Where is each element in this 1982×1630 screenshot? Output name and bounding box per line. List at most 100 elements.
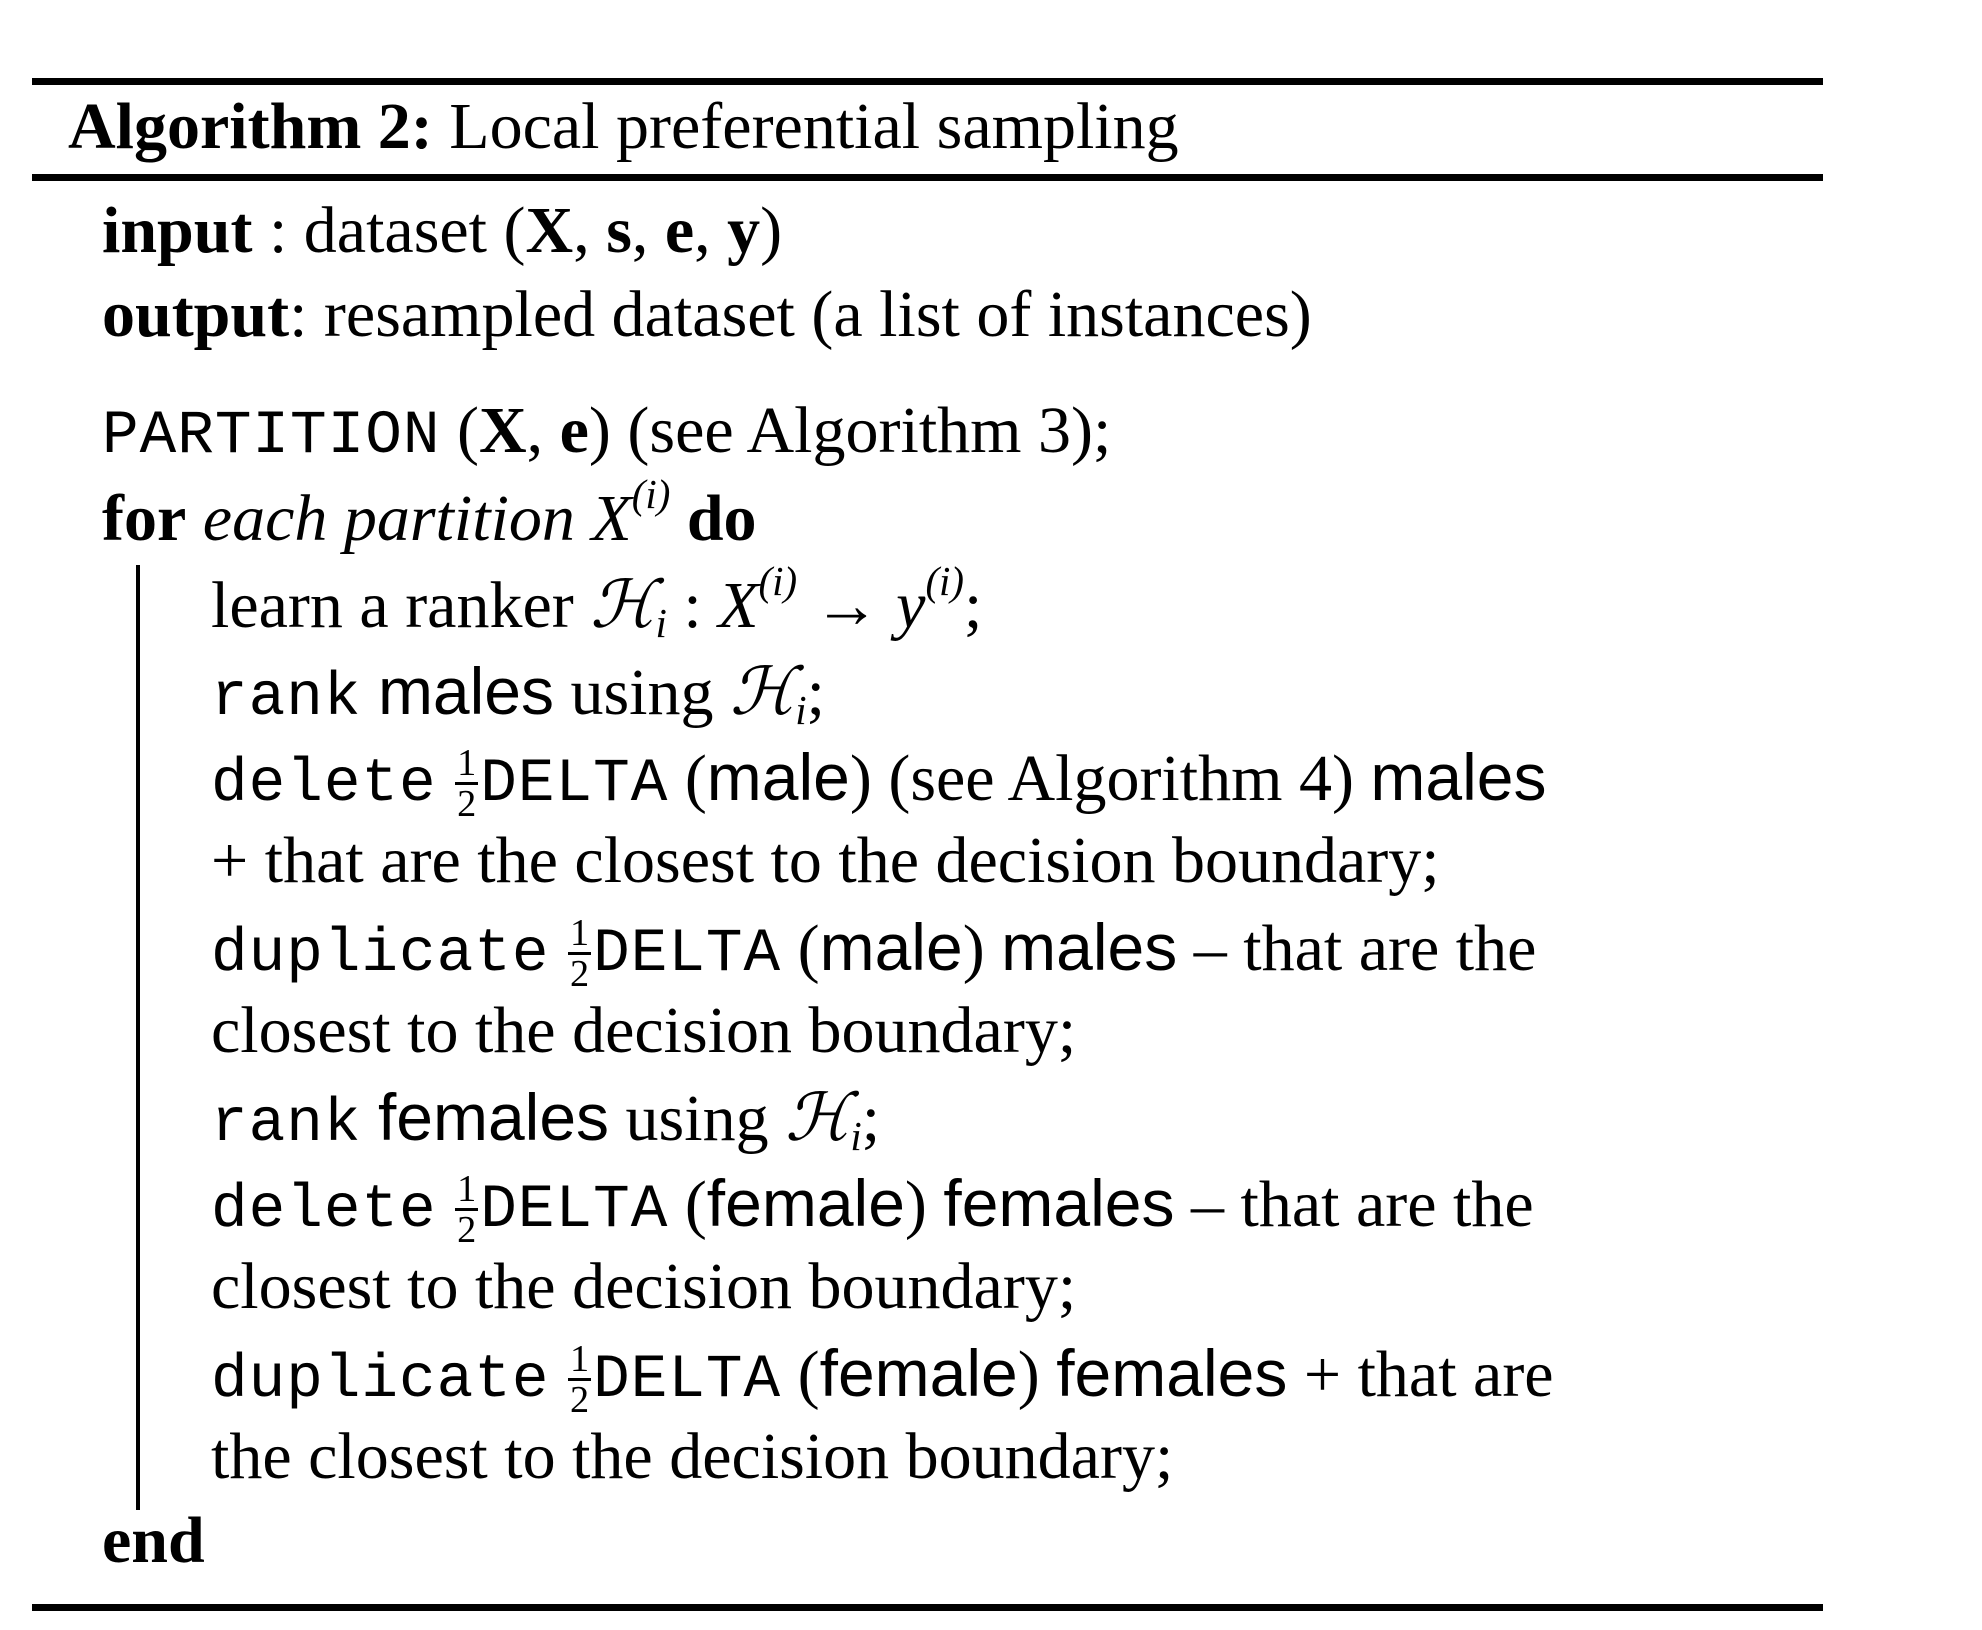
algorithm-title: Local preferential sampling bbox=[449, 90, 1179, 163]
semicolon: ; bbox=[806, 656, 825, 729]
subscript-i: i bbox=[655, 601, 667, 647]
minus-sign: – bbox=[1193, 912, 1227, 986]
partition-rest: (see Algorithm 3); bbox=[610, 394, 1112, 467]
females-word: females bbox=[1056, 1336, 1288, 1411]
delta-function: DELTA bbox=[480, 750, 669, 820]
open-paren: ( bbox=[456, 394, 479, 467]
fraction-numerator: 1 bbox=[567, 912, 592, 956]
close-paren: ) bbox=[588, 394, 611, 467]
math-yi: y bbox=[896, 569, 926, 642]
plus-sign: + bbox=[211, 824, 249, 897]
duplicate-keyword: duplicate bbox=[211, 1346, 550, 1416]
loop-line-rank-males: rank males using ℋi; bbox=[211, 656, 825, 731]
delta-function: DELTA bbox=[593, 920, 782, 990]
math-e: e bbox=[559, 394, 589, 467]
output-line: output: resampled dataset (a list of ins… bbox=[102, 282, 1312, 348]
semicolon: ; bbox=[861, 1082, 881, 1155]
that-are-the-text: that are the bbox=[1224, 1168, 1534, 1242]
loop-line-delete-males-cont: + that are the closest to the decision b… bbox=[211, 828, 1440, 894]
open-paren: ( bbox=[684, 1168, 707, 1242]
delta-function: DELTA bbox=[480, 1176, 669, 1246]
delete-keyword: delete bbox=[211, 750, 437, 820]
female-argument: female bbox=[706, 1166, 905, 1241]
fraction-denominator: 2 bbox=[569, 1379, 590, 1422]
math-Xi: X bbox=[718, 569, 759, 642]
using-text: using bbox=[609, 1082, 786, 1155]
that-are-text: that are bbox=[1341, 1338, 1554, 1412]
comma: , bbox=[694, 194, 728, 267]
closest-continuation: closest to the decision boundary; bbox=[211, 1250, 1077, 1323]
partition-line: PARTITION (X, e) (see Algorithm 3); bbox=[102, 398, 1111, 468]
math-s: s bbox=[606, 194, 632, 267]
math-y: y bbox=[727, 194, 761, 267]
math-e: e bbox=[664, 194, 695, 267]
loop-line-duplicate-females-cont: the closest to the decision boundary; bbox=[211, 1424, 1173, 1490]
open-paren: ( bbox=[797, 912, 820, 986]
semicolon: ; bbox=[964, 569, 983, 642]
math-H: ℋ bbox=[590, 566, 656, 643]
algorithm-caption: Algorithm 2: Local preferential sampling bbox=[68, 94, 1179, 160]
close-paren: ) bbox=[760, 194, 783, 267]
math-H: ℋ bbox=[730, 653, 796, 730]
males-word: males bbox=[377, 654, 554, 728]
for-line: for each partition X(i) do bbox=[102, 474, 757, 552]
for-keyword: for bbox=[102, 482, 187, 555]
comma: , bbox=[631, 194, 665, 267]
fraction-denominator: 2 bbox=[457, 1209, 477, 1252]
fraction-denominator: 2 bbox=[569, 953, 590, 996]
minus-sign: – bbox=[1191, 1168, 1224, 1242]
output-keyword: output bbox=[102, 278, 290, 351]
rank-keyword: rank bbox=[211, 1090, 362, 1159]
fraction-numerator: 1 bbox=[567, 1338, 592, 1382]
input-keyword: input bbox=[102, 194, 253, 267]
males-word: males bbox=[1370, 740, 1547, 815]
close-paren: ) bbox=[904, 1168, 927, 1242]
females-word: females bbox=[377, 1080, 610, 1154]
males-word: males bbox=[1001, 910, 1178, 985]
delete-keyword: delete bbox=[211, 1176, 437, 1246]
using-text: using bbox=[554, 656, 731, 729]
end-keyword: end bbox=[102, 1504, 205, 1577]
math-X: X bbox=[478, 394, 527, 467]
comma: , bbox=[526, 394, 560, 467]
for-text: each partition bbox=[202, 482, 575, 555]
input-line: input : dataset (X, s, e, y) bbox=[102, 198, 782, 264]
loop-line-delete-females-cont: closest to the decision boundary; bbox=[211, 1254, 1076, 1320]
plus-sign: + bbox=[1303, 1338, 1342, 1412]
caption-rule bbox=[32, 174, 1823, 181]
loop-body-bar bbox=[136, 565, 140, 1510]
output-separator: : bbox=[289, 278, 324, 351]
subscript-i: i bbox=[850, 1114, 862, 1160]
duplicate-keyword: duplicate bbox=[211, 920, 550, 990]
superscript-i: (i) bbox=[925, 559, 965, 605]
algorithm-label: Algorithm 2: bbox=[68, 90, 433, 163]
open-paren: ( bbox=[503, 194, 526, 267]
input-separator: : bbox=[252, 194, 304, 267]
learn-text: learn a ranker bbox=[211, 569, 574, 642]
rank-keyword: rank bbox=[211, 664, 362, 733]
fraction-denominator: 2 bbox=[457, 783, 477, 826]
male-argument: male bbox=[706, 740, 850, 815]
male-argument: male bbox=[819, 910, 963, 985]
end-line: end bbox=[102, 1508, 205, 1574]
the-closest-continuation: the closest to the decision boundary; bbox=[211, 1420, 1174, 1493]
superscript-i: (i) bbox=[631, 472, 671, 518]
open-paren: ( bbox=[684, 742, 707, 816]
math-H: ℋ bbox=[785, 1079, 851, 1156]
close-paren: ) bbox=[962, 912, 985, 986]
open-paren: ( bbox=[797, 1338, 820, 1412]
females-word: females bbox=[943, 1166, 1175, 1241]
partition-function: PARTITION bbox=[102, 402, 441, 471]
loop-line-learn: learn a ranker ℋi : X(i) → y(i); bbox=[211, 561, 983, 644]
delta-function: DELTA bbox=[593, 1346, 782, 1416]
superscript-i: (i) bbox=[758, 559, 798, 605]
